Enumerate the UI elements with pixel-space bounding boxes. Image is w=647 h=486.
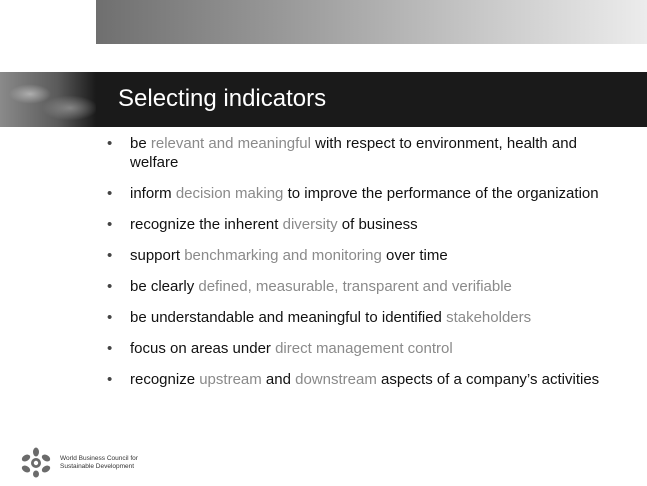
bullet-text: recognize the inherent (130, 216, 283, 233)
bullet-marker: • (107, 309, 113, 326)
bullet-item: • inform decision making to improve the p… (100, 184, 620, 203)
bullet-highlight-text: direct management control (275, 340, 453, 357)
bullet-text: be understandable and meaningful to iden… (130, 309, 447, 326)
bullet-marker: • (107, 340, 113, 357)
bullet-highlight-text: downstream (295, 371, 377, 388)
footer-org-line1: World Business Council for (60, 455, 138, 462)
bullet-marker: • (107, 216, 113, 233)
bullet-item: • be understandable and meaningful to ide… (100, 308, 620, 327)
bullet-highlight-text: benchmarking and monitoring (184, 247, 382, 264)
bullet-text: focus on areas under (130, 340, 276, 357)
bullet-text: aspects of a company’s activities (376, 371, 600, 388)
bullet-text: be clearly (130, 278, 199, 295)
bullet-item: • recognize the inherent diversity of bus… (100, 215, 620, 234)
bullet-text: of business (337, 216, 418, 233)
bullet-text: and (261, 371, 296, 388)
bullet-marker: • (107, 371, 113, 388)
bullet-text: recognize (130, 371, 200, 388)
top-gradient-band (96, 0, 647, 44)
bullet-item: • focus on areas under direct management … (100, 339, 620, 358)
bullet-text: inform (130, 185, 176, 202)
bullet-text: over time (381, 247, 448, 264)
title-bar (0, 72, 647, 127)
bullet-marker: • (107, 185, 113, 202)
bullet-highlight-text: diversity (282, 216, 338, 233)
bullet-item: • be clearly defined, measurable, transpa… (100, 277, 620, 296)
bullet-text: be (130, 135, 151, 152)
bullet-marker: • (107, 247, 113, 264)
bullet-item: • support benchmarking and monitoring ove… (100, 246, 620, 265)
bullet-highlight-text: stakeholders (446, 309, 532, 326)
title-photo-image (0, 72, 96, 127)
footer-org-line2: Sustainable Development (60, 463, 135, 470)
bullet-marker: • (107, 135, 113, 152)
bullet-highlight-text: upstream (199, 371, 262, 388)
footer-org-name: World Business Council for Sustainable D… (60, 455, 138, 471)
wbcsd-logo-icon (21, 447, 51, 478)
bullet-text: to improve the performance of the organi… (283, 185, 599, 202)
bullet-item: • be relevant and meaningful with respect… (100, 134, 620, 172)
bullet-highlight-text: defined, measurable, transparent and ver… (198, 278, 512, 295)
bullet-highlight-text: relevant and meaningful (150, 135, 311, 152)
bullet-marker: • (107, 278, 113, 295)
bullet-text: support (130, 247, 185, 264)
slide-title: Selecting indicators (118, 85, 327, 112)
bullet-highlight-text: decision making (175, 185, 284, 202)
bullet-item: • recognize upstream and downstream aspec… (100, 370, 620, 389)
bullet-list: • be relevant and meaningful with respect… (100, 134, 620, 401)
bullet-text: with respect to environment, health and … (130, 135, 577, 171)
